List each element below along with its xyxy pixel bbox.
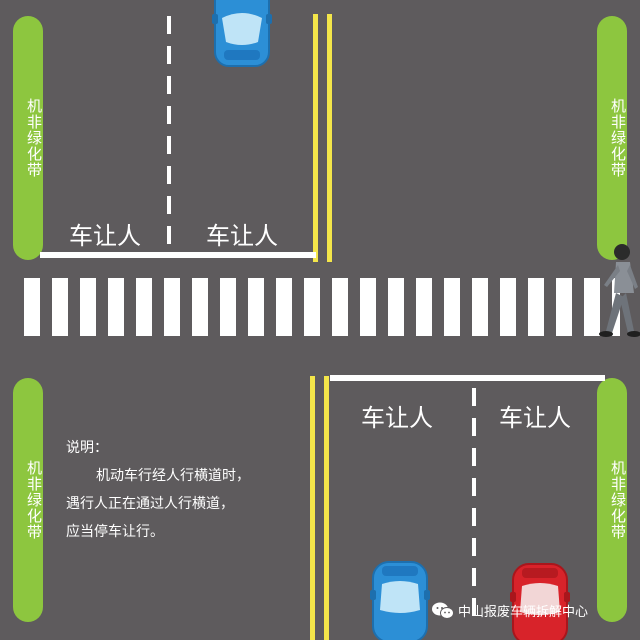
car-red-bottom <box>510 563 570 640</box>
median-label: 机非绿化带 <box>25 460 43 540</box>
lane-divider-bottom <box>472 388 476 620</box>
wechat-icon <box>432 602 454 619</box>
median-bottom-left: 机非绿化带 <box>13 378 43 622</box>
lane-text-bottom-right: 车让人 <box>499 404 571 432</box>
median-bottom-right: 机非绿化带 <box>597 378 627 622</box>
median-label: 机非绿化带 <box>609 460 627 540</box>
median-label: 机非绿化带 <box>609 98 627 178</box>
median-label: 机非绿化带 <box>25 98 43 178</box>
center-line-top <box>327 14 332 262</box>
center-line-bottom <box>324 376 329 640</box>
car-blue-bottom <box>370 561 430 640</box>
median-top-right: 机非绿化带 <box>597 16 627 260</box>
note-line: 遇行人正在通过人行横道， <box>66 496 234 512</box>
watermark: 中山报废车辆拆解中心 <box>432 601 588 620</box>
note-line: 机动车行经人行横道时， <box>96 468 250 484</box>
median-top-left: 机非绿化带 <box>13 16 43 260</box>
note-box: 说明： 机动车行经人行横道时， 遇行人正在通过人行横道， 应当停车让行。 <box>66 434 250 546</box>
stop-line-top <box>40 252 316 258</box>
center-line-top <box>313 14 318 262</box>
center-line-bottom <box>310 376 315 640</box>
car-blue-top <box>212 0 272 67</box>
note-line: 应当停车让行。 <box>66 524 164 540</box>
note-heading: 说明： <box>66 440 108 456</box>
watermark-text: 中山报废车辆拆解中心 <box>458 605 589 620</box>
lane-text-top-left: 车让人 <box>69 222 141 250</box>
lane-text-bottom-left: 车让人 <box>361 404 433 432</box>
lane-text-top-right: 车让人 <box>206 222 278 250</box>
stop-line-bottom <box>330 375 605 381</box>
pedestrian-icon <box>599 244 640 337</box>
lane-divider-top <box>167 16 171 252</box>
crosswalk <box>24 278 620 336</box>
